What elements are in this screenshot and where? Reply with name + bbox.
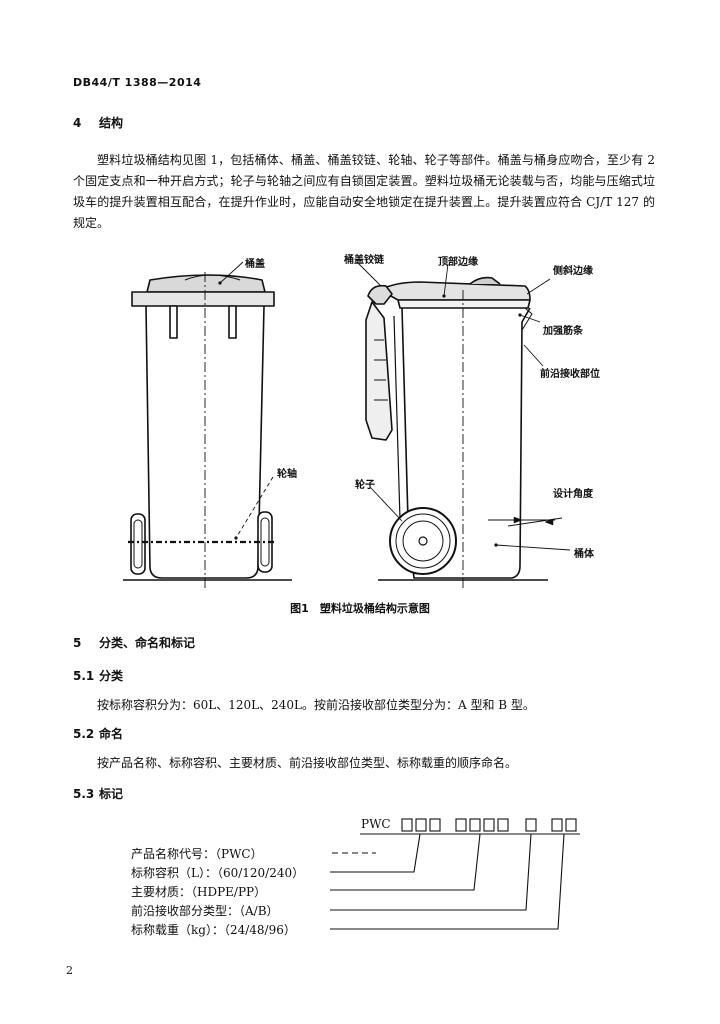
side-wheel [389,507,457,575]
section-5-title: 分类、命名和标记 [99,636,196,650]
standard-code: DB44/T 1388—2014 [73,76,202,89]
section-5-2-number: 5.2 [73,727,95,741]
section-5-3-title: 标记 [99,787,124,801]
label-slanted-edge: 侧斜边缘 [553,266,593,277]
section-4-number: 4 [73,116,82,130]
marking-item-rim-type: 前沿接收部分类型：（A/B） [131,904,279,918]
label-front-rim: 前沿接收部位 [540,369,600,380]
label-axle: 轮轴 [277,469,297,480]
section-5-1-text: 按标称容积分为：60L、120L、240L。按前沿接收部位类型分为：A 型和 B… [97,698,535,712]
marking-item-product-code: 产品名称代号：（PWC） [131,847,263,861]
marking-item-capacity: 标称容积（L）：（60/120/240） [131,866,305,880]
section-5-2-title: 命名 [99,727,124,741]
section-5-3-number: 5.3 [73,787,95,801]
side-lid [379,281,531,301]
marking-item-material: 主要材质：（HDPE/PP） [131,885,267,899]
section-5-1-number: 5.1 [73,669,95,683]
section-4-heading: 4 结构 [73,114,123,131]
marking-item-load: 标称载重（kg）：（24/48/96） [131,923,296,937]
front-lid-rim [131,291,275,307]
section-5-2-heading: 5.2 命名 [73,725,123,742]
section-5-heading: 5 分类、命名和标记 [73,634,195,651]
label-rib: 加强筋条 [543,326,583,337]
section-5-3-heading: 5.3 标记 [73,785,123,802]
label-top-edge: 顶部边缘 [438,257,478,268]
label-body: 桶体 [574,549,594,560]
front-body [145,305,265,579]
label-lid-hinge: 桶盖铰链 [344,255,384,266]
section-5-2-text: 按产品名称、标称容积、主要材质、前沿接收部位类型、标称载重的顺序命名。 [97,756,518,770]
label-design-angle: 设计角度 [553,489,593,500]
section-4-title: 结构 [99,116,124,130]
side-handle [365,301,393,441]
section-4-paragraph: 塑料垃圾桶结构见图 1，包括桶体、桶盖、桶盖铰链、轮轴、轮子等部件。桶盖与桶身应… [73,153,655,230]
section-5-number: 5 [73,636,82,650]
section-5-1-title: 分类 [99,669,124,683]
side-hinge [367,284,393,305]
page-number: 2 [66,964,73,977]
code-prefix: PWC [361,817,391,831]
figure-1-caption: 图1 塑料垃圾桶结构示意图 [290,602,430,615]
label-lid: 桶盖 [245,259,265,270]
section-5-1-heading: 5.1 分类 [73,667,123,684]
label-wheel: 轮子 [355,480,375,491]
